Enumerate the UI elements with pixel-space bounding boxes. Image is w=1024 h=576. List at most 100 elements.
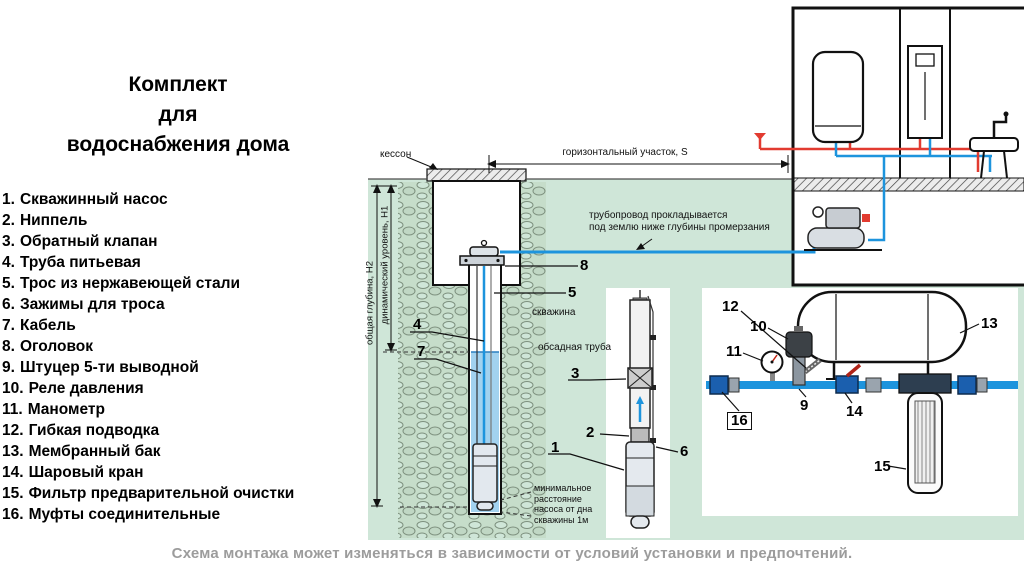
callout-13: 13 bbox=[981, 315, 998, 332]
part-number: 16. bbox=[2, 506, 24, 523]
part-number: 7. bbox=[2, 317, 15, 334]
pump-cable bbox=[647, 295, 654, 440]
part-item-3: 3.Обратный клапан bbox=[2, 231, 364, 252]
part-item-8: 8.Оголовок bbox=[2, 336, 364, 357]
callout-11: 11 bbox=[726, 343, 742, 360]
well-label: скважина bbox=[532, 307, 576, 318]
part-item-14: 14.Шаровый кран bbox=[2, 462, 364, 483]
part-number: 15. bbox=[2, 485, 24, 502]
part-item-1: 1.Скважинный насос bbox=[2, 189, 364, 210]
callout-15: 15 bbox=[874, 458, 891, 475]
min-distance-label: минимальное расстояние насоса от дна скв… bbox=[534, 483, 593, 525]
part-number: 6. bbox=[2, 296, 15, 313]
parts-list: 1.Скважинный насос 2.Ниппель 3.Обратный … bbox=[2, 189, 364, 525]
part-number: 3. bbox=[2, 233, 15, 250]
cable-clamp bbox=[650, 335, 656, 340]
part-item-13: 13.Мембранный бак bbox=[2, 441, 364, 462]
part-label: Обратный клапан bbox=[19, 233, 158, 250]
water-heater bbox=[811, 50, 865, 144]
callout-2: 2 bbox=[586, 424, 595, 441]
casing-label: обсадная труба bbox=[538, 342, 612, 353]
dimension-lines bbox=[371, 155, 789, 507]
well-casing bbox=[468, 261, 502, 515]
part-label: Муфты соединительные bbox=[28, 506, 221, 523]
borehole-pump bbox=[472, 443, 498, 503]
part-label: Труба питьевая bbox=[19, 254, 141, 271]
reference-dashed-lines bbox=[383, 351, 532, 517]
horizontal-section-label: горизонтальный участок, S bbox=[562, 147, 688, 158]
part-item-11: 11.Манометр bbox=[2, 399, 364, 420]
sink-faucet bbox=[992, 116, 1008, 138]
union-fitting bbox=[865, 377, 882, 393]
part-label: Ниппель bbox=[19, 212, 88, 229]
part-item-16: 16.Муфты соединительные bbox=[2, 504, 364, 525]
part-item-15: 15.Фильтр предварительной очистки bbox=[2, 483, 364, 504]
part-label: Штуцер 5-ти выводной bbox=[19, 359, 199, 376]
cold-riser-pipe bbox=[868, 156, 886, 242]
part-item-10: 10.Реле давления bbox=[2, 378, 364, 399]
part-label: Реле давления bbox=[28, 380, 144, 397]
part-label: Зажимы для троса bbox=[19, 296, 165, 313]
part-label: Фильтр предварительной очистки bbox=[28, 485, 295, 502]
page-title: Комплект для водоснабжения дома bbox=[66, 73, 290, 156]
part-number: 4. bbox=[2, 254, 15, 271]
outdoor-faucet-handle bbox=[754, 133, 766, 140]
well-head bbox=[459, 239, 505, 266]
part-label: Мембранный бак bbox=[28, 443, 161, 460]
nipple bbox=[630, 427, 650, 443]
callout-3: 3 bbox=[571, 365, 580, 382]
coupling-left bbox=[709, 375, 729, 395]
station-gauge bbox=[812, 206, 824, 218]
part-label: Скважинный насос bbox=[19, 191, 168, 208]
coupling-right bbox=[957, 375, 977, 395]
part-number: 11. bbox=[2, 401, 23, 418]
callout-12: 12 bbox=[722, 298, 739, 315]
part-item-9: 9.Штуцер 5-ти выводной bbox=[2, 357, 364, 378]
part-item-12: 12.Гибкая подводка bbox=[2, 420, 364, 441]
callout-6: 6 bbox=[680, 443, 689, 460]
main-pipe bbox=[706, 381, 1018, 389]
callout-8: 8 bbox=[580, 257, 589, 274]
ball-valve bbox=[835, 375, 859, 394]
callout-10: 10 bbox=[750, 318, 767, 335]
callout-7: 7 bbox=[417, 343, 426, 360]
filter-cartridge bbox=[914, 400, 936, 484]
total-depth-label: общая глубина, Н2 bbox=[364, 261, 376, 345]
part-item-5: 5.Трос из нержавеющей стали bbox=[2, 273, 364, 294]
caisson-lid bbox=[426, 168, 527, 182]
callout-9: 9 bbox=[800, 397, 809, 414]
callout-5: 5 bbox=[568, 284, 577, 301]
part-number: 14. bbox=[2, 464, 24, 481]
part-number: 5. bbox=[2, 275, 15, 292]
part-label: Шаровый кран bbox=[28, 464, 144, 481]
surface-equipment-inset bbox=[702, 288, 1018, 516]
part-label: Трос из нержавеющей стали bbox=[19, 275, 240, 292]
part-number: 12. bbox=[2, 422, 24, 439]
part-label: Гибкая подводка bbox=[28, 422, 160, 439]
cable-clamp bbox=[650, 385, 656, 390]
part-number: 13. bbox=[2, 443, 24, 460]
part-item-6: 6.Зажимы для троса bbox=[2, 294, 364, 315]
pipeline-note-label: трубопровод прокладывается под землю ниж… bbox=[589, 210, 770, 233]
callout-14: 14 bbox=[846, 403, 863, 420]
footer-note: Схема монтажа может изменяться в зависим… bbox=[171, 545, 853, 562]
part-label: Манометр bbox=[27, 401, 105, 418]
callout-4: 4 bbox=[413, 316, 422, 333]
callout-16: 16 bbox=[727, 412, 752, 430]
kesson-label: кессон bbox=[380, 149, 412, 160]
dimension-arrowheads bbox=[373, 160, 790, 508]
five-way-fitting bbox=[792, 355, 806, 386]
part-number: 9. bbox=[2, 359, 15, 376]
part-label: Оголовок bbox=[19, 338, 93, 355]
part-label: Кабель bbox=[19, 317, 76, 334]
part-number: 1. bbox=[2, 191, 15, 208]
part-number: 8. bbox=[2, 338, 15, 355]
sink bbox=[969, 111, 1019, 179]
ball-valve-handle bbox=[845, 363, 862, 378]
basement-pump-station bbox=[804, 206, 882, 251]
part-item-7: 7.Кабель bbox=[2, 315, 364, 336]
callout-1: 1 bbox=[551, 439, 560, 456]
pre-filter bbox=[898, 373, 952, 494]
